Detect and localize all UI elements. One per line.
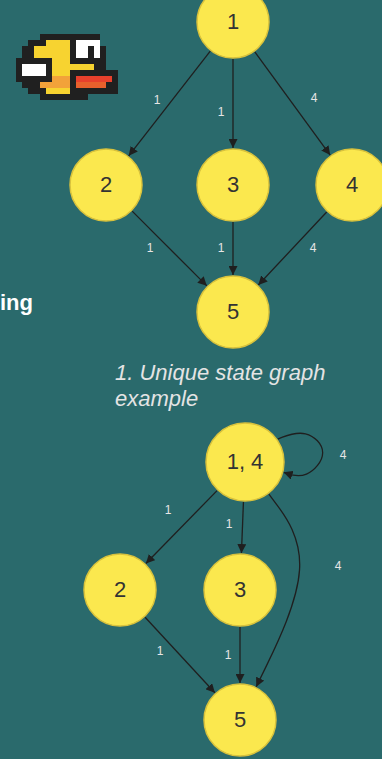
state-circle: 1, 4 bbox=[205, 422, 285, 502]
edge-weight: 1 bbox=[154, 93, 161, 107]
edge-weight: 1 bbox=[218, 241, 225, 255]
edge-weight: 1 bbox=[218, 105, 225, 119]
state-number: 1 bbox=[227, 9, 239, 35]
edge-weight: 1 bbox=[147, 241, 154, 255]
state-number: 2 bbox=[114, 577, 126, 603]
state-circle: 5 bbox=[203, 683, 277, 757]
state-number: 4 bbox=[346, 172, 358, 198]
edge-weight: 1 bbox=[165, 503, 172, 517]
transition-arrow bbox=[146, 491, 217, 564]
state-number: 1, 4 bbox=[227, 449, 264, 475]
cut-heading-text: ing bbox=[0, 290, 33, 316]
edge-weight: 4 bbox=[311, 91, 318, 105]
state-number: 5 bbox=[227, 299, 239, 325]
transition-arrow bbox=[278, 433, 323, 476]
flappy-bird-icon bbox=[16, 28, 124, 106]
state-circle: 5 bbox=[196, 275, 270, 349]
state-circle: 4 bbox=[315, 148, 382, 222]
transition-arrow bbox=[239, 627, 240, 683]
state-circle: 2 bbox=[83, 553, 157, 627]
state-circle: 3 bbox=[203, 553, 277, 627]
edge-weight: 4 bbox=[340, 448, 347, 462]
transition-arrow bbox=[129, 51, 211, 156]
state-circle: 1 bbox=[196, 0, 270, 59]
edge-weight: 1 bbox=[226, 517, 233, 531]
figure-caption: 1. Unique state graph example bbox=[115, 360, 365, 413]
state-number: 5 bbox=[234, 707, 246, 733]
state-circle: 3 bbox=[196, 148, 270, 222]
transition-arrow bbox=[132, 211, 207, 286]
transition-arrow bbox=[145, 617, 215, 693]
transition-arrow bbox=[258, 212, 326, 285]
state-circle: 2 bbox=[69, 148, 143, 222]
edge-weight: 4 bbox=[310, 241, 317, 255]
transition-arrow bbox=[232, 222, 233, 275]
transition-arrow bbox=[232, 59, 233, 148]
edge-weight: 1 bbox=[157, 644, 164, 658]
transition-arrow bbox=[241, 502, 243, 553]
edge-weight: 4 bbox=[335, 559, 342, 573]
state-number: 3 bbox=[234, 577, 246, 603]
edge-weight: 1 bbox=[225, 648, 232, 662]
transition-arrow bbox=[255, 52, 330, 155]
state-number: 2 bbox=[100, 172, 112, 198]
state-number: 3 bbox=[227, 172, 239, 198]
